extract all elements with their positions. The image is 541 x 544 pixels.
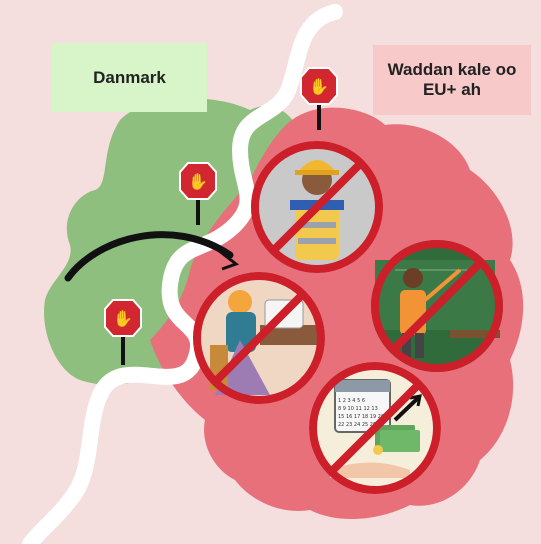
prohibition-icon — [371, 240, 503, 372]
migration-arrow — [64, 231, 234, 282]
calendar-money-prohibition: 1 2 3 4 5 6 8 9 10 11 12 13 15 16 17 18 … — [309, 362, 441, 494]
svg-text:✋: ✋ — [188, 172, 208, 191]
calendar-money-icon: 1 2 3 4 5 6 8 9 10 11 12 13 15 16 17 18 … — [330, 379, 422, 478]
svg-text:1 2 3 4 5 6: 1 2 3 4 5 6 — [338, 398, 365, 404]
svg-text:15 16 17 18 19 20: 15 16 17 18 19 20 — [338, 414, 384, 420]
prohibition-icon — [251, 141, 383, 273]
arrow-icon — [217, 248, 240, 271]
construction-worker-prohibition — [251, 141, 383, 273]
prohibition-icon — [309, 362, 441, 494]
svg-text:8 9 10 11 12 13: 8 9 10 11 12 13 — [338, 406, 378, 412]
left-region-label: Danmark — [52, 43, 207, 112]
teacher-icon — [375, 260, 500, 358]
stop-sign-icon: ✋ — [179, 162, 217, 225]
border-path — [22, 4, 343, 544]
svg-text:✋: ✋ — [113, 309, 133, 328]
seamstress-prohibition — [193, 272, 325, 404]
teacher-prohibition — [371, 240, 503, 372]
svg-text:22 23 24 25 26 27: 22 23 24 25 26 27 — [338, 422, 384, 428]
stop-sign-icon: ✋ — [104, 299, 142, 365]
prohibition-icon — [193, 272, 325, 404]
stop-sign-icon: ✋ — [300, 67, 338, 130]
svg-text:✋: ✋ — [309, 77, 329, 96]
right-region-label: Waddan kale oo EU+ ah — [373, 45, 531, 115]
